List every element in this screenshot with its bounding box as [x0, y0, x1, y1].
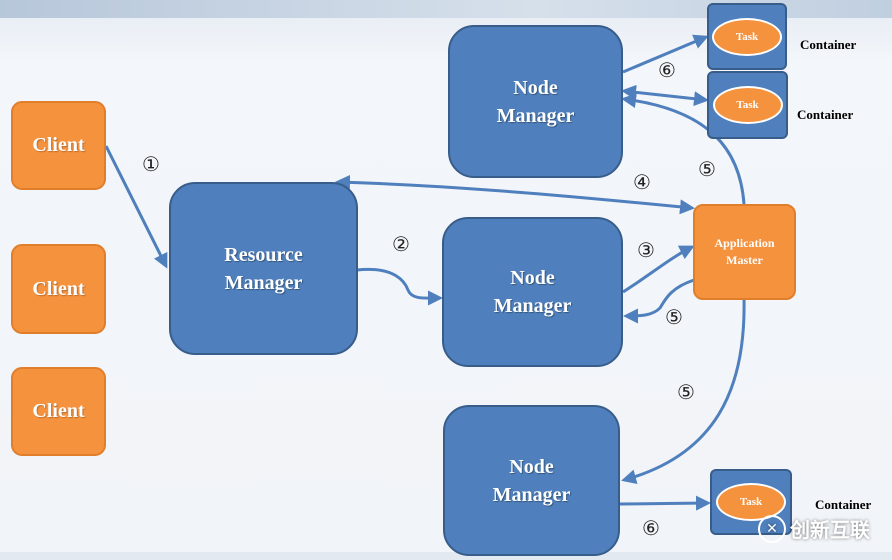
task-label: Task: [739, 496, 763, 508]
client-label: Client: [32, 277, 85, 300]
step-3: ③: [637, 238, 655, 262]
watermark-text: 创新互联: [790, 518, 870, 542]
arrow-am-to-nm2: [623, 278, 695, 324]
client-label: Client: [32, 400, 85, 422]
step-6-bottom: ⑥: [642, 516, 660, 540]
resource-manager-line-2: Manager: [224, 271, 303, 294]
client-box-3: Client: [11, 367, 106, 456]
step-2: ②: [392, 232, 410, 256]
resource-manager-line-1: Resource: [224, 243, 303, 266]
arrow-rm-to-nm2: [356, 267, 443, 306]
step-5-middle: ⑤: [665, 305, 683, 329]
arrow-am-to-nm3: [621, 297, 746, 485]
task-label: Task: [736, 99, 759, 111]
arrow-nm2-to-am: [622, 245, 695, 294]
watermark: ✕ 创新互联: [758, 514, 870, 543]
arrow-nm3-to-task3: [619, 495, 711, 511]
container-box-1: Task: [707, 3, 787, 70]
arrow-client-to-rm: [104, 145, 168, 269]
node-manager-middle: Node Manager: [442, 217, 623, 367]
node-manager-line-2: Manager: [492, 483, 571, 506]
step-5-lower: ⑤: [677, 380, 695, 404]
application-master-line-1: Application: [714, 236, 775, 250]
top-banner: [0, 0, 892, 18]
task-ellipse: Task: [712, 86, 783, 124]
node-manager-line-1: Node: [510, 267, 555, 289]
bottom-banner: [0, 552, 892, 560]
node-manager-line-2: Manager: [493, 295, 572, 317]
arrow-nm1-to-task1: [622, 34, 709, 74]
node-manager-top: Node Manager: [448, 25, 623, 178]
container-label-2: Container: [797, 107, 854, 122]
container-box-2: Task: [707, 71, 788, 139]
node-manager-line-1: Node: [509, 455, 554, 478]
arrow-rm-am: [335, 174, 695, 215]
arrow-nm1-task2: [621, 84, 709, 107]
node-manager-line-2: Manager: [496, 104, 575, 127]
step-5-upper: ⑤: [698, 157, 716, 181]
node-manager-line-1: Node: [513, 76, 558, 99]
client-box-2: Client: [11, 244, 106, 334]
task-label: Task: [735, 30, 759, 43]
task-ellipse: Task: [716, 483, 786, 521]
node-manager-bottom: Node Manager: [443, 405, 620, 556]
application-master-line-2: Master: [726, 253, 763, 267]
watermark-logo-icon: ✕: [758, 514, 786, 543]
step-6-top: ⑥: [658, 58, 676, 82]
client-box-1: Client: [11, 101, 106, 190]
container-label-3: Container: [815, 497, 872, 512]
client-label: Client: [32, 134, 85, 156]
container-label-1: Container: [800, 37, 857, 52]
resource-manager-box: Resource Manager: [169, 182, 358, 355]
application-master-box: Application Master: [693, 204, 796, 300]
task-ellipse: Task: [712, 17, 782, 56]
step-1: ①: [142, 152, 160, 176]
step-4: ④: [633, 170, 651, 194]
